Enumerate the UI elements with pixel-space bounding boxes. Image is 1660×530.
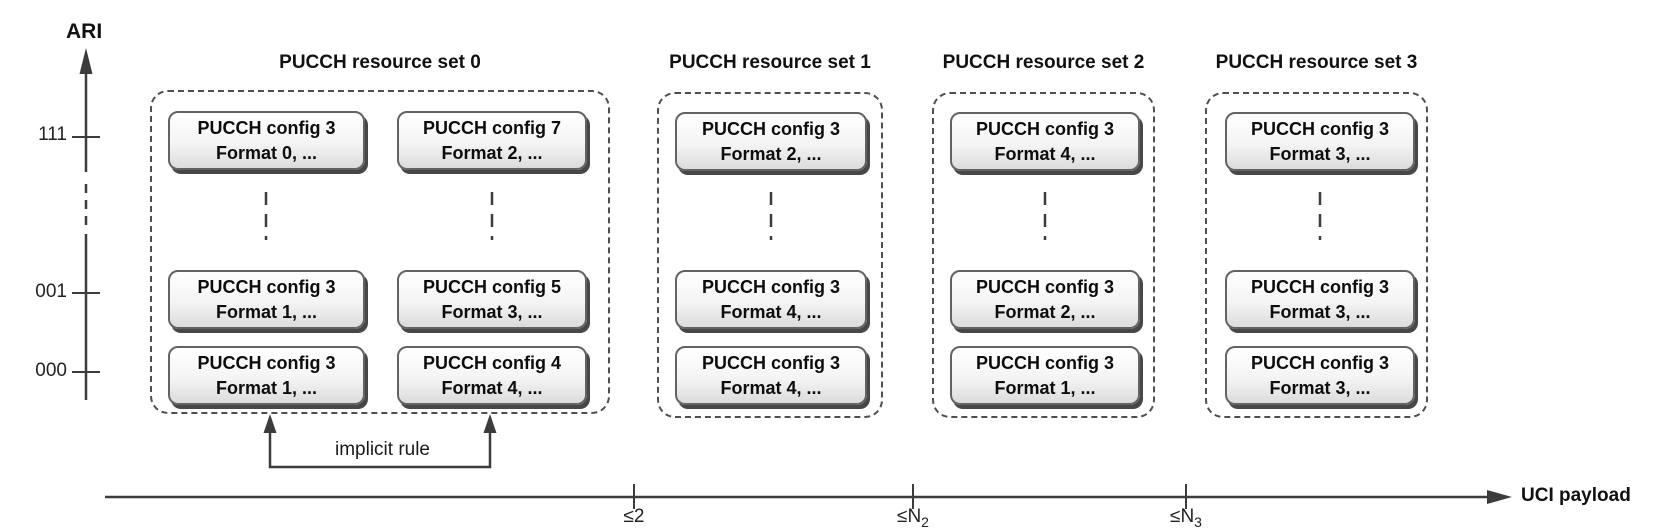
box-line2: Format 4, ... — [720, 301, 822, 322]
implicit-rule-right-arrowhead-icon — [483, 414, 497, 433]
set1-box-bottom: PUCCH config 3 Format 4, ... — [675, 346, 867, 405]
box-line1: PUCCH config 3 — [1250, 276, 1389, 297]
box-line1: PUCCH config 3 — [1250, 352, 1389, 373]
implicit-rule-left-arrowhead-icon — [263, 414, 277, 433]
x-tick-label-2-sub: 2 — [921, 513, 929, 530]
box-line2: Format 4, ... — [441, 377, 543, 398]
x-axis-title: UCI payload — [1521, 485, 1631, 506]
box-line2: Format 2, ... — [994, 301, 1096, 322]
box-line1: PUCCH config 3 — [1250, 118, 1389, 139]
set3-box-mid: PUCCH config 3 Format 3, ... — [1225, 270, 1415, 329]
set0-col2-box-mid: PUCCH config 5 Format 3, ... — [397, 270, 587, 329]
set1-title: PUCCH resource set 1 — [669, 52, 871, 73]
set3-box-bottom: PUCCH config 3 Format 3, ... — [1225, 346, 1415, 405]
box-line2: Format 1, ... — [215, 301, 318, 322]
box-line2: Format 4, ... — [994, 143, 1096, 164]
box-line1: PUCCH config 3 — [197, 117, 336, 138]
set0-col1-box-top: PUCCH config 3 Format 0, ... — [168, 111, 365, 170]
box-line2: Format 1, ... — [215, 377, 318, 398]
box-line2: Format 1, ... — [994, 377, 1096, 398]
box-line2: Format 0, ... — [215, 142, 318, 163]
box-line2: Format 2, ... — [720, 143, 822, 164]
set3-title: PUCCH resource set 3 — [1215, 52, 1418, 73]
box-line2: Format 3, ... — [1269, 377, 1371, 398]
x-tick-label-2-main: ≤N — [897, 506, 922, 527]
x-tick-label-3-main: ≤N — [1170, 506, 1195, 527]
set0-col1-box-mid: PUCCH config 3 Format 1, ... — [168, 270, 365, 329]
box-line1: PUCCH config 7 — [422, 117, 561, 138]
y-tick-label-111: 111 — [38, 124, 67, 145]
set1-box-mid: PUCCH config 3 Format 4, ... — [675, 270, 867, 329]
set3-container: PUCCH config 3 Format 3, ... PUCCH confi… — [1205, 92, 1428, 418]
set0-col2-box-top: PUCCH config 7 Format 2, ... — [397, 111, 587, 170]
implicit-rule-label: implicit rule — [334, 439, 431, 460]
box-line2: Format 4, ... — [720, 377, 822, 398]
set1-box-top: PUCCH config 3 Format 2, ... — [675, 112, 867, 171]
set3-box-top: PUCCH config 3 Format 3, ... — [1225, 112, 1415, 171]
set2-title: PUCCH resource set 2 — [942, 52, 1145, 73]
y-tick-label-000: 000 — [35, 360, 67, 381]
box-line1: PUCCH config 3 — [197, 352, 336, 373]
x-tick-label-3: ≤N3 — [1141, 506, 1231, 530]
box-line1: PUCCH config 3 — [701, 352, 840, 373]
box-line1: PUCCH config 3 — [701, 118, 840, 139]
y-axis-title: ARI — [66, 20, 103, 43]
box-line1: PUCCH config 3 — [197, 276, 336, 297]
set2-box-mid: PUCCH config 3 Format 2, ... — [950, 270, 1140, 329]
implicit-rule-bracket — [268, 420, 492, 469]
box-line1: PUCCH config 3 — [701, 276, 840, 297]
x-axis-arrowhead-icon — [1487, 490, 1512, 504]
box-line2: Format 3, ... — [1269, 143, 1371, 164]
box-line1: PUCCH config 3 — [975, 352, 1114, 373]
box-line1: PUCCH config 5 — [422, 276, 561, 297]
box-line1: PUCCH config 4 — [422, 352, 561, 373]
set2-box-bottom: PUCCH config 3 Format 1, ... — [950, 346, 1140, 405]
box-line2: Format 2, ... — [441, 142, 543, 163]
set0-title: PUCCH resource set 0 — [279, 52, 481, 73]
set2-box-top: PUCCH config 3 Format 4, ... — [950, 112, 1140, 171]
set1-container: PUCCH config 3 Format 2, ... PUCCH confi… — [657, 92, 883, 418]
set0-container: PUCCH config 3 Format 0, ... PUCCH confi… — [150, 90, 610, 414]
box-line2: Format 3, ... — [441, 301, 543, 322]
set2-container: PUCCH config 3 Format 4, ... PUCCH confi… — [932, 92, 1155, 418]
x-tick-label-2: ≤N2 — [868, 506, 958, 530]
box-line2: Format 3, ... — [1269, 301, 1371, 322]
y-tick-label-001: 001 — [35, 281, 67, 302]
x-tick-label-1: ≤2 — [589, 506, 679, 530]
box-line1: PUCCH config 3 — [975, 276, 1114, 297]
x-tick-label-1-main: ≤2 — [623, 506, 645, 527]
set0-col2-box-bottom: PUCCH config 4 Format 4, ... — [397, 346, 587, 405]
x-tick-label-3-sub: 3 — [1194, 513, 1202, 530]
box-line1: PUCCH config 3 — [975, 118, 1114, 139]
y-axis-arrowhead-icon — [79, 48, 93, 74]
set0-col1-box-bottom: PUCCH config 3 Format 1, ... — [168, 346, 365, 405]
